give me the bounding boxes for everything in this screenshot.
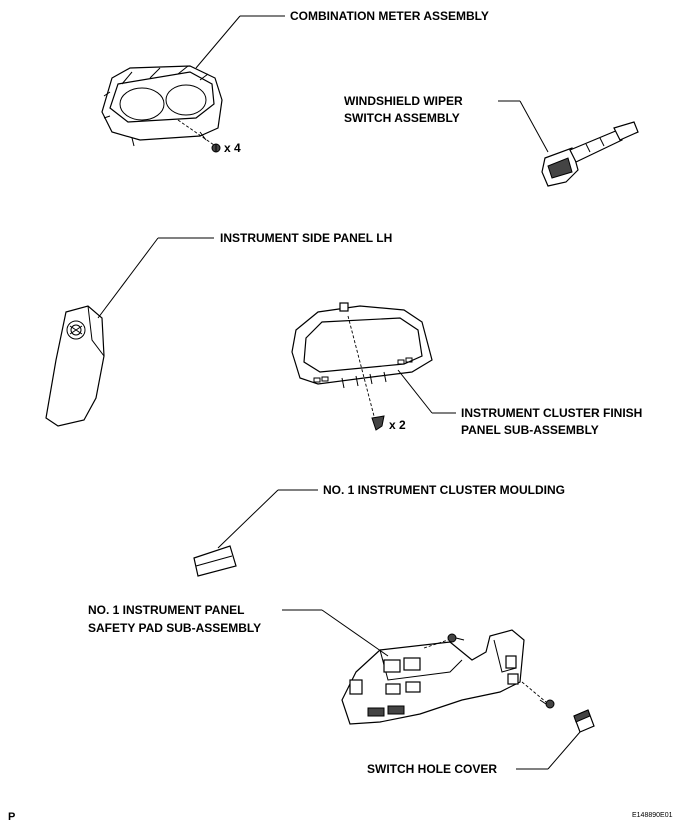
count-meter-screws: x 4 xyxy=(224,141,241,155)
meter-screw-icon xyxy=(211,143,221,153)
label-cluster-finish-line2: PANEL SUB-ASSEMBLY xyxy=(461,423,599,437)
instrument-cluster-moulding xyxy=(193,545,237,577)
instrument-panel-safety-pad xyxy=(341,629,547,725)
safety-pad-screw-icon xyxy=(447,633,465,643)
combination-meter-assembly xyxy=(101,65,223,147)
label-side-panel: INSTRUMENT SIDE PANEL LH xyxy=(220,231,393,245)
leader-switch-hole-cover xyxy=(547,731,581,770)
count-finish-clips: x 2 xyxy=(389,418,406,432)
leader-combination-meter xyxy=(195,15,241,69)
leader-wiper-switch xyxy=(519,100,549,153)
leader-safety-pad xyxy=(321,609,389,657)
instrument-cluster-finish-panel xyxy=(291,302,433,417)
leader-cluster-finish xyxy=(397,369,433,414)
leader-cluster-moulding xyxy=(217,489,279,549)
label-cluster-moulding: NO. 1 INSTRUMENT CLUSTER MOULDING xyxy=(323,483,565,497)
finish-clip-icon xyxy=(371,415,385,431)
label-safety-pad-line1: NO. 1 INSTRUMENT PANEL xyxy=(88,603,245,617)
label-cluster-finish-line1: INSTRUMENT CLUSTER FINISH xyxy=(461,406,643,420)
leader-side-panel xyxy=(97,237,159,319)
label-combination-meter: COMBINATION METER ASSEMBLY xyxy=(290,9,489,23)
switch-hole-cover xyxy=(573,709,595,733)
windshield-wiper-switch xyxy=(541,121,639,187)
label-safety-pad-line2: SAFETY PAD SUB-ASSEMBLY xyxy=(88,621,262,635)
label-switch-hole-cover: SWITCH HOLE COVER xyxy=(367,762,498,776)
label-wiper-switch-line1: WINDSHIELD WIPER xyxy=(344,94,463,108)
safety-pad-screw-2-icon xyxy=(539,699,555,709)
label-wiper-switch-line2: SWITCH ASSEMBLY xyxy=(344,111,460,125)
instrument-side-panel-lh xyxy=(45,305,105,427)
footer-left-mark: P xyxy=(8,811,16,823)
figure-code: E148890E01 xyxy=(632,812,673,819)
